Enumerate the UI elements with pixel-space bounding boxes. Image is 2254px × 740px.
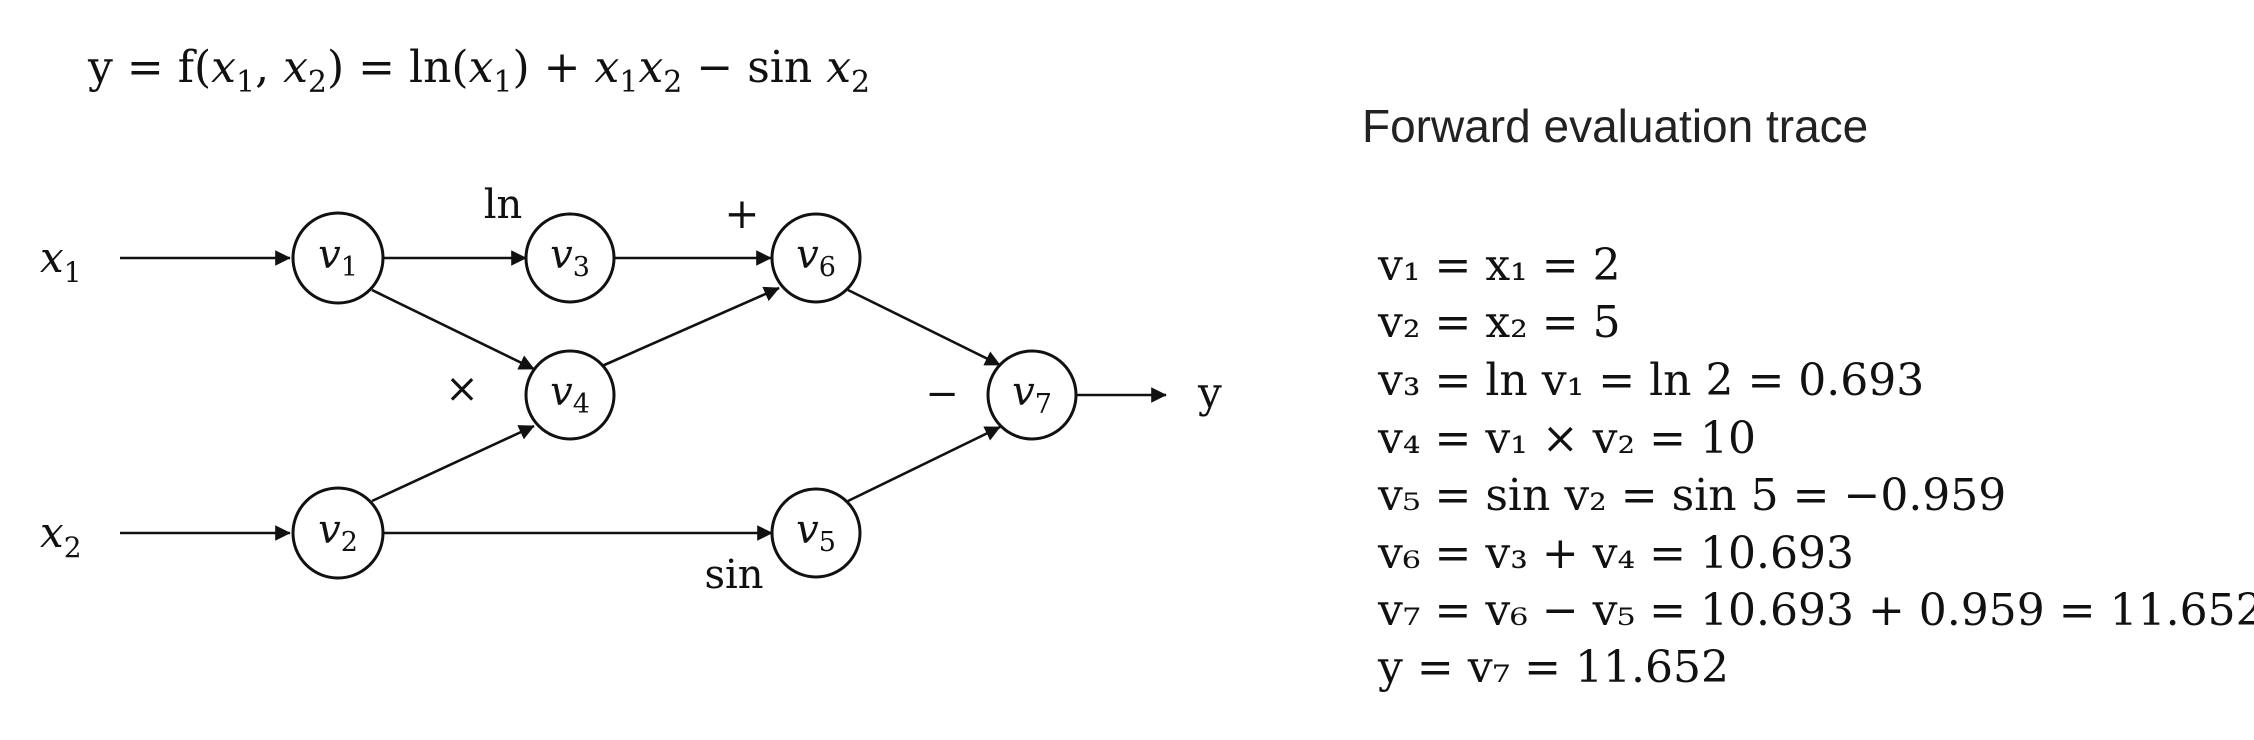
node-v5-label: v5 <box>796 507 836 558</box>
trace-line-v3: v₃ = ln v₁ = ln 2 = 0.693 <box>1377 355 1924 406</box>
node-v7: v7 <box>986 349 1078 441</box>
edge-v4-v6 <box>601 286 780 368</box>
trace-lines: v₁ = x₁ = 2 v₂ = x₂ = 5 v₃ = ln v₁ = ln … <box>1377 240 2254 693</box>
trace-line-v5: v₅ = sin v₂ = sin 5 = −0.959 <box>1377 470 2006 521</box>
function-formula: y = f(x1, x2) = ln(x1) + x1x2 − sin x2 <box>87 42 870 100</box>
edge-v1-v4 <box>371 288 535 371</box>
node-v6-label: v6 <box>796 232 836 283</box>
op-label-minus: − <box>925 371 959 417</box>
node-v2-label: v2 <box>318 507 358 558</box>
node-v1: v1 <box>291 211 385 305</box>
input-x1-label: x1 <box>40 233 82 289</box>
trace-line-v7: v₇ = v₆ − v₅ = 10.693 + 0.959 = 11.652 <box>1377 585 2254 636</box>
trace-title: Forward evaluation trace <box>1362 100 1868 152</box>
node-v6: v6 <box>770 212 862 304</box>
node-v5: v5 <box>770 487 862 579</box>
node-v1-label: v1 <box>318 232 358 283</box>
trace-line-v2: v₂ = x₂ = 5 <box>1377 297 1621 348</box>
node-v4: v4 <box>524 349 616 441</box>
edge-v2-v4 <box>371 424 535 503</box>
node-v4-label: v4 <box>550 369 590 420</box>
output-y-label: y <box>1197 368 1222 417</box>
node-v7-label: v7 <box>1012 369 1052 420</box>
graph-edges <box>120 250 1167 541</box>
node-v2: v2 <box>291 486 385 580</box>
node-v3: v3 <box>524 212 616 304</box>
trace-line-y: y = v₇ = 11.652 <box>1377 642 1729 693</box>
trace-line-v1: v₁ = x₁ = 2 <box>1377 240 1621 291</box>
trace-line-v4: v₄ = v₁ × v₂ = 10 <box>1377 413 1756 464</box>
input-x2-label: x2 <box>40 508 82 564</box>
edge-v6-v7 <box>847 288 1001 367</box>
edge-v5-v7 <box>847 425 1001 503</box>
node-v3-label: v3 <box>550 232 590 283</box>
trace-line-v6: v₆ = v₃ + v₄ = 10.693 <box>1377 528 1854 579</box>
op-label-times: × <box>445 366 479 412</box>
op-label-plus: + <box>724 189 759 238</box>
op-label-ln: ln <box>484 182 523 228</box>
op-label-sin: sin <box>704 552 763 598</box>
